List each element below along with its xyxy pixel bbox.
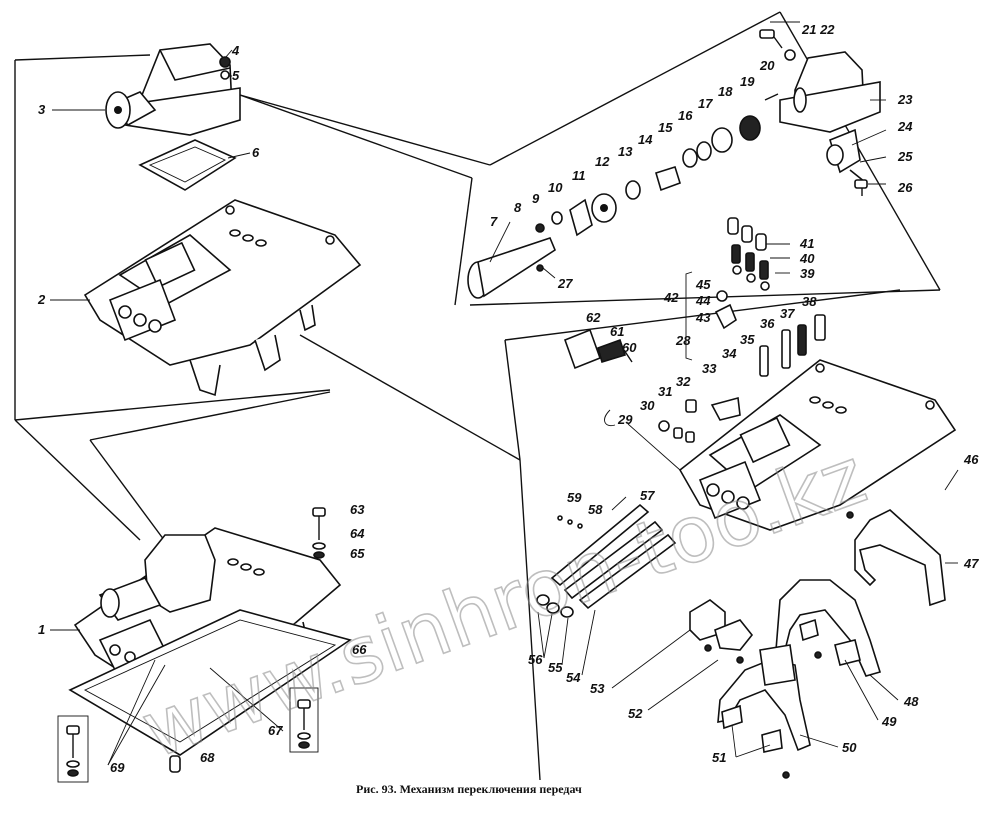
callout-1: 1 [38,622,45,637]
selector-shaft-parts [467,93,779,299]
gasket-6 [138,139,237,191]
callout-57: 57 [640,488,655,503]
callout-13: 13 [618,144,633,159]
callout-33: 33 [702,361,717,376]
callout-19: 19 [740,74,755,89]
callout-51: 51 [712,750,726,765]
callout-23: 23 [897,92,913,107]
callout-14: 14 [638,132,653,147]
callout-50: 50 [842,740,857,755]
callout-27: 27 [557,276,573,291]
callout-56: 56 [528,652,543,667]
callout-28: 28 [675,333,691,348]
figure-caption: Рис. 93. Механизм переключения передач [356,782,582,796]
callout-9: 9 [532,191,540,206]
callout-3: 3 [38,102,46,117]
callout-58: 58 [588,502,603,517]
callout-62: 62 [586,310,601,325]
callout-20: 20 [759,58,775,73]
callout-39: 39 [800,266,815,281]
callout-55: 55 [548,660,563,675]
callout-63: 63 [350,502,365,517]
callout-8: 8 [514,200,522,215]
callout-54: 54 [566,670,581,685]
callout-31: 31 [658,384,672,399]
callout-16: 16 [678,108,693,123]
callout-4: 4 [231,43,240,58]
cover-assembly-top [105,43,241,136]
callout-labels: 1 2 3 4 5 6 7 8 9 10 11 12 13 14 15 16 1… [37,22,979,775]
callout-17: 17 [698,96,713,111]
callout-68: 68 [200,750,215,765]
callout-37: 37 [780,306,795,321]
cover-assembly-right [759,21,881,196]
callout-25: 25 [897,149,913,164]
callout-30: 30 [640,398,655,413]
callout-60: 60 [622,340,637,355]
callout-66: 66 [352,642,367,657]
callout-47: 47 [963,556,979,571]
callout-6: 6 [252,145,260,160]
callout-10: 10 [548,180,563,195]
callout-59: 59 [567,490,582,505]
callout-65: 65 [350,546,365,561]
panel-frame-lines [14,11,941,781]
callout-43: 43 [695,310,711,325]
callout-29: 29 [617,412,633,427]
shift-rods [536,503,677,618]
callout-26: 26 [897,180,913,195]
callout-5: 5 [232,68,240,83]
callout-21-22: 21 22 [801,22,835,37]
callout-49: 49 [881,714,897,729]
callout-11: 11 [572,168,586,183]
callout-67: 67 [268,723,283,738]
housing-2 [83,199,362,397]
callout-41: 41 [799,236,814,251]
leader-lines [50,49,959,766]
callout-52: 52 [628,706,643,721]
callout-12: 12 [595,154,610,169]
callout-34: 34 [722,346,737,361]
callout-53: 53 [590,681,605,696]
callout-15: 15 [658,120,673,135]
housing-29 [678,359,957,531]
callout-46: 46 [963,452,979,467]
callout-24: 24 [897,119,913,134]
callout-45: 45 [695,277,711,292]
callout-42: 42 [663,290,679,305]
callout-7: 7 [490,214,498,229]
gasket-66 [68,609,352,756]
callout-40: 40 [799,251,815,266]
callout-36: 36 [760,316,775,331]
callout-69: 69 [110,760,125,775]
callout-48: 48 [903,694,919,709]
detent-parts [563,217,826,443]
callout-38: 38 [802,294,817,309]
callout-32: 32 [676,374,691,389]
callout-35: 35 [740,332,755,347]
callout-18: 18 [718,84,733,99]
callout-61: 61 [610,324,624,339]
callout-64: 64 [350,526,365,541]
bolts-left [57,507,326,783]
callout-2: 2 [37,292,46,307]
callout-44: 44 [695,293,711,308]
